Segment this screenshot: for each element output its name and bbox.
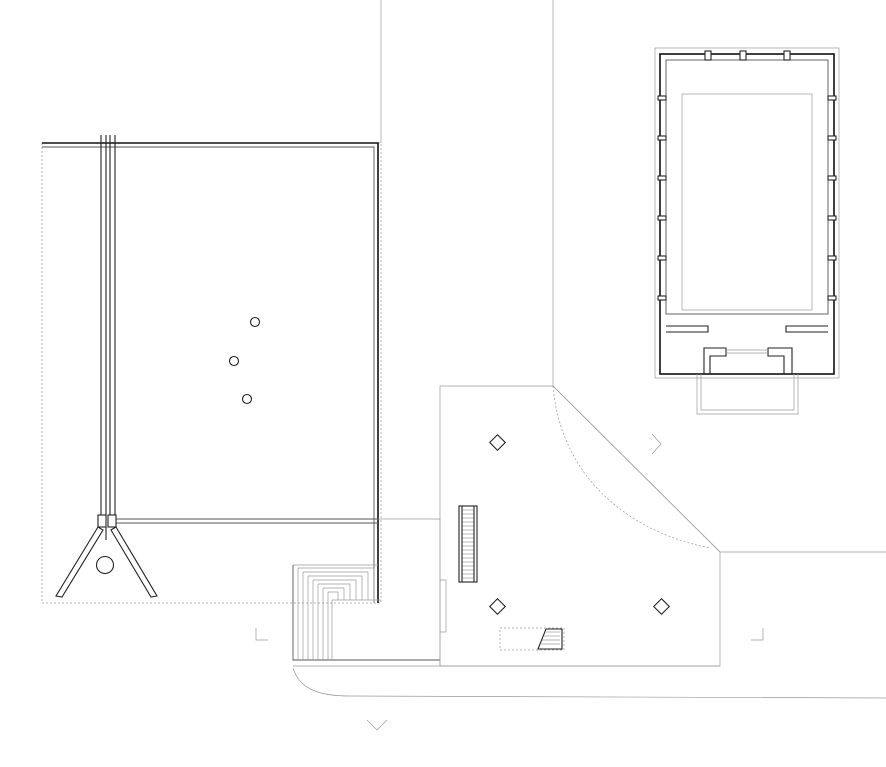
columns — [228, 316, 261, 405]
pavilion-stair-treads — [462, 509, 474, 579]
view-marker — [751, 628, 764, 641]
view-marker — [255, 628, 268, 641]
column — [241, 393, 253, 405]
right-building — [654, 47, 840, 415]
terrace-steps — [292, 564, 440, 661]
column — [652, 597, 671, 616]
pavilion — [439, 385, 721, 667]
rail-and-tripod — [55, 135, 158, 598]
tripod-circle — [95, 555, 115, 575]
view-marker — [651, 433, 662, 455]
column — [488, 433, 507, 452]
column — [249, 316, 261, 328]
context-lines — [292, 0, 886, 699]
column — [488, 597, 507, 616]
column — [228, 355, 240, 367]
main-building — [41, 142, 440, 604]
view-marker — [366, 719, 388, 731]
view-markers — [255, 433, 764, 731]
